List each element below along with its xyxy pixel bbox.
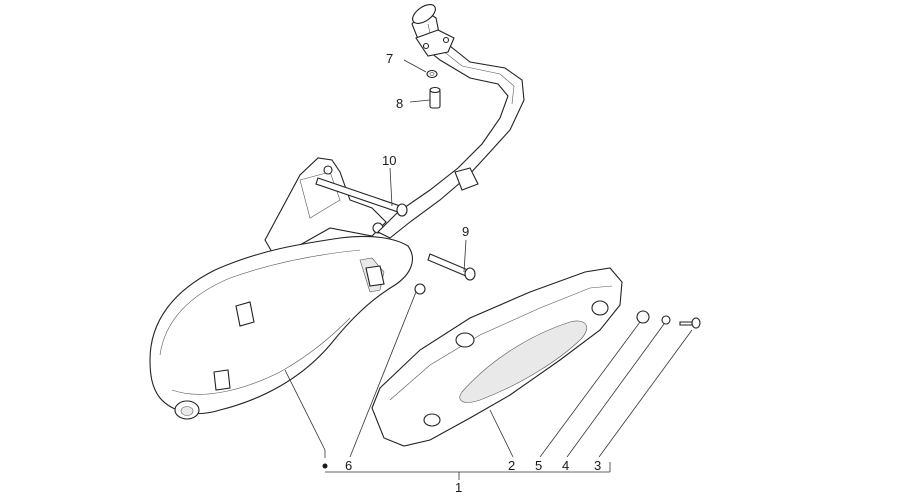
bolt-9 bbox=[427, 253, 476, 281]
screw-3 bbox=[679, 317, 701, 329]
washer-7 bbox=[426, 69, 438, 79]
callout-labels: 7 8 10 9 6 2 5 4 3 1 bbox=[345, 51, 601, 493]
callout-7: 7 bbox=[386, 51, 393, 66]
bolt-10 bbox=[315, 177, 408, 217]
callout-8: 8 bbox=[396, 96, 403, 111]
callout-1: 1 bbox=[455, 480, 462, 493]
muffler-assembly bbox=[149, 4, 525, 420]
callout-10: 10 bbox=[382, 153, 396, 168]
callout-6: 6 bbox=[345, 458, 352, 473]
callout-9: 9 bbox=[462, 224, 469, 239]
spacer-8 bbox=[429, 86, 441, 109]
leader-lines bbox=[284, 59, 693, 480]
callout-2: 2 bbox=[508, 458, 515, 473]
reference-dot bbox=[322, 463, 328, 469]
callout-4: 4 bbox=[562, 458, 569, 473]
nut-6 bbox=[414, 283, 426, 295]
callout-3: 3 bbox=[594, 458, 601, 473]
grommet-5 bbox=[636, 310, 650, 324]
callout-5: 5 bbox=[535, 458, 542, 473]
heat-shield bbox=[371, 267, 623, 447]
washer-4 bbox=[661, 315, 671, 325]
